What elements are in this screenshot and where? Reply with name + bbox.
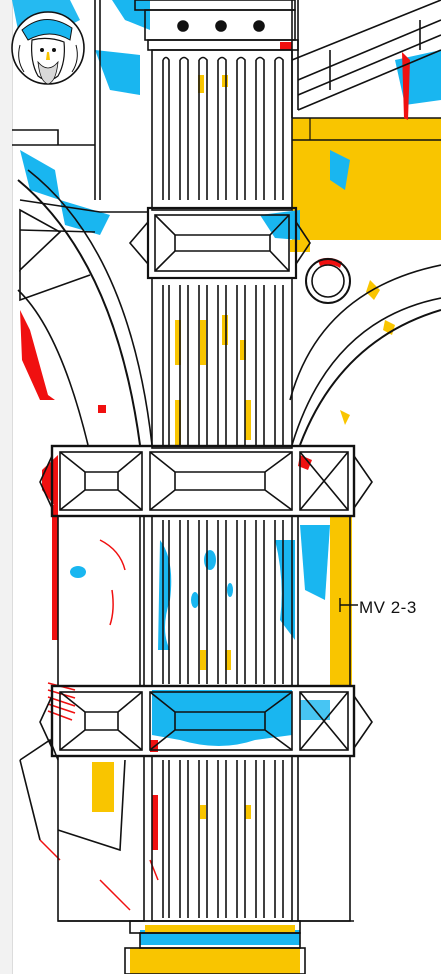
line-work: [12, 0, 441, 974]
yellow-zones: [92, 75, 395, 974]
callout-label: MV 2-3: [359, 598, 417, 617]
bearded-head-medallion-icon: [11, 11, 85, 85]
red-zones: [20, 42, 410, 850]
yellow-zone-upper-right: [290, 117, 441, 252]
page-margin: [0, 0, 13, 974]
